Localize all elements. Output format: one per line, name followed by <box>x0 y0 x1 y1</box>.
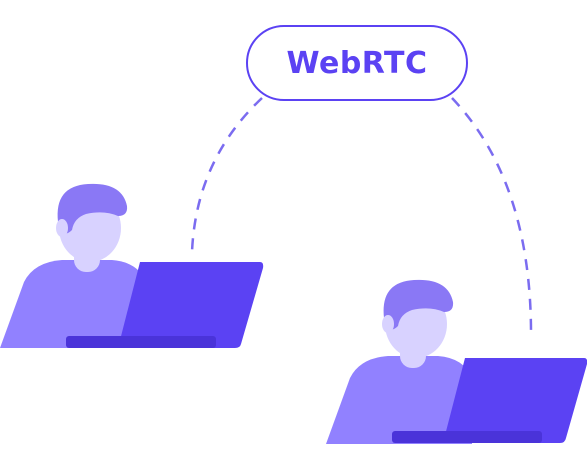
right-laptop-base <box>392 431 542 443</box>
webrtc-label: WebRTC <box>286 45 428 81</box>
left-dashed-connector <box>190 97 263 253</box>
right-person-with-laptop-icon <box>326 279 587 444</box>
right-dashed-connector <box>451 97 533 331</box>
left-laptop-base <box>66 336 216 348</box>
right-laptop-screen <box>443 358 587 443</box>
left-person-shirt <box>0 260 146 348</box>
left-person-ear <box>56 219 68 237</box>
left-person-with-laptop-icon <box>0 183 264 348</box>
right-person-shirt <box>326 356 472 444</box>
right-person-ear <box>382 315 394 333</box>
right-person-hair <box>383 279 454 330</box>
left-laptop-screen <box>118 262 264 348</box>
left-person-hair <box>57 183 128 234</box>
webrtc-badge: WebRTC <box>246 25 468 101</box>
